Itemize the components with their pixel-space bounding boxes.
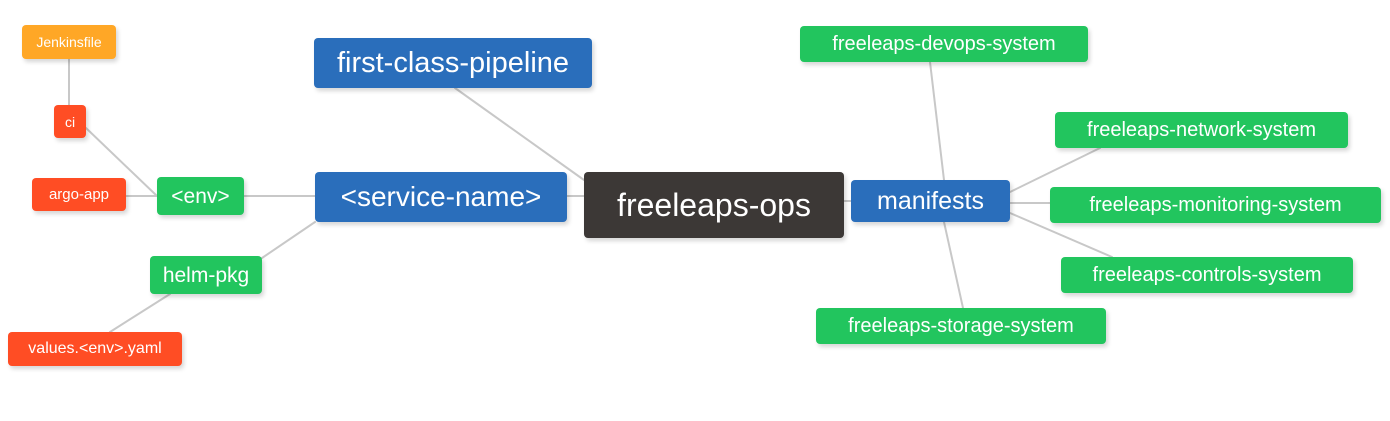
node-values-yaml[interactable]: values.<env>.yaml [8,332,182,366]
node-jenkinsfile[interactable]: Jenkinsfile [22,25,116,59]
node-label-service-name: <service-name> [340,181,542,212]
node-manifests[interactable]: manifests [851,180,1010,222]
node-label-freeleaps-storage-system: freeleaps-storage-system [848,315,1074,337]
node-freeleaps-devops-system[interactable]: freeleaps-devops-system [800,26,1088,62]
node-service-name[interactable]: <service-name> [315,172,567,222]
node-label-freeleaps-ops: freeleaps-ops [617,187,811,223]
node-label-env: <env> [171,184,230,208]
node-label-jenkinsfile: Jenkinsfile [36,34,102,50]
node-freeleaps-ops[interactable]: freeleaps-ops [584,172,844,238]
edge-manifests-to-freeleaps-network-system [1009,147,1101,193]
node-freeleaps-controls-system[interactable]: freeleaps-controls-system [1061,257,1353,293]
node-label-freeleaps-monitoring-system: freeleaps-monitoring-system [1089,194,1342,216]
node-helm-pkg[interactable]: helm-pkg [150,256,262,294]
node-env[interactable]: <env> [157,177,244,215]
node-label-freeleaps-devops-system: freeleaps-devops-system [832,33,1056,55]
node-argo-app[interactable]: argo-app [32,178,126,211]
node-label-freeleaps-network-system: freeleaps-network-system [1087,119,1316,141]
node-freeleaps-monitoring-system[interactable]: freeleaps-monitoring-system [1050,187,1381,223]
node-label-freeleaps-controls-system: freeleaps-controls-system [1092,264,1322,286]
node-freeleaps-storage-system[interactable]: freeleaps-storage-system [816,308,1106,344]
edge-manifests-to-freeleaps-storage-system [943,221,964,309]
node-label-helm-pkg: helm-pkg [162,263,250,287]
node-label-first-class-pipeline: first-class-pipeline [336,46,570,79]
node-ci[interactable]: ci [54,105,86,138]
edge-service-name-to-helm-pkg [261,221,316,259]
edge-first-class-pipeline-to-freeleaps-ops [454,87,585,181]
node-label-manifests: manifests [877,186,984,215]
node-first-class-pipeline[interactable]: first-class-pipeline [314,38,592,88]
node-label-ci: ci [64,113,76,130]
node-label-argo-app: argo-app [48,186,110,203]
edge-helm-pkg-to-values-yaml [109,293,171,333]
node-label-values-yaml: values.<env>.yaml [28,340,162,357]
node-freeleaps-network-system[interactable]: freeleaps-network-system [1055,112,1348,148]
edge-freeleaps-devops-system-to-manifests [929,61,945,181]
